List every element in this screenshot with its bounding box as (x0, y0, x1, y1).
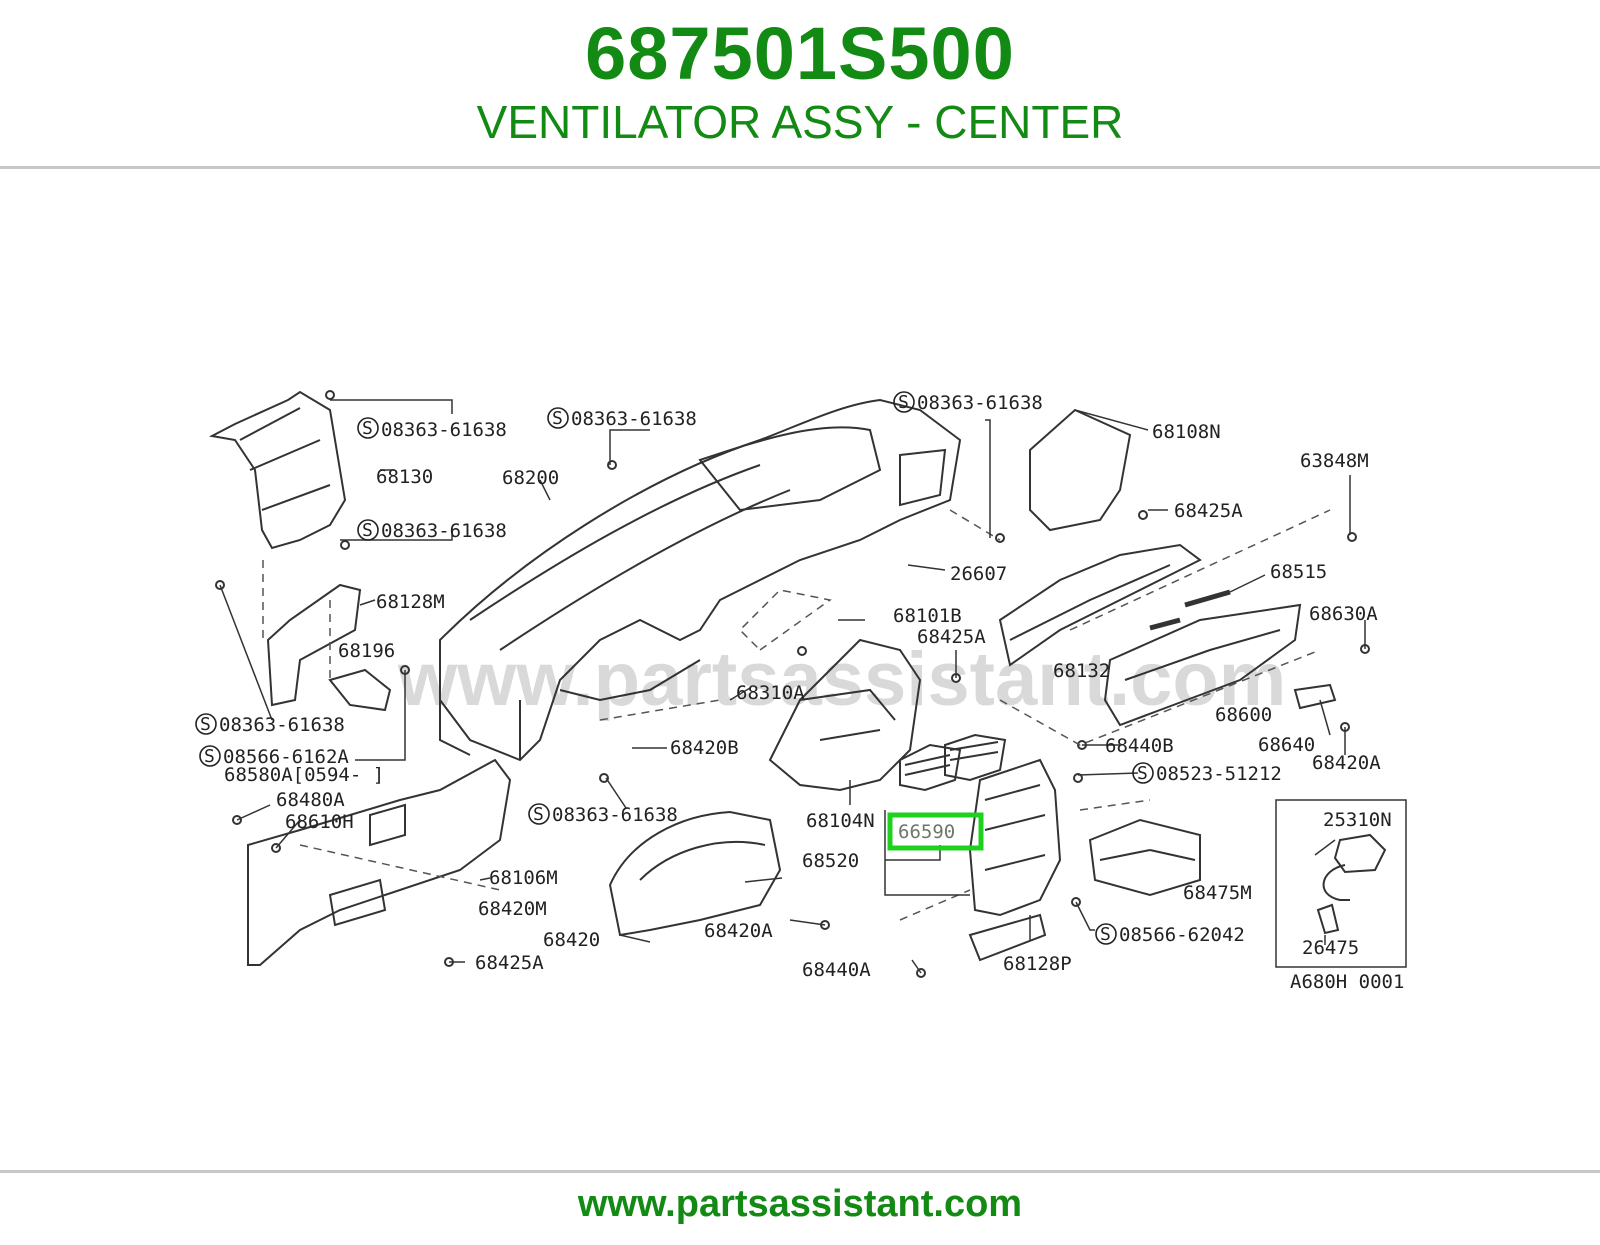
s-marker (199, 745, 221, 767)
lower-trim-68128p-drawing (968, 913, 1047, 962)
callout-68475m: 68475M (1183, 882, 1252, 904)
s-marker (893, 391, 915, 413)
callout-68520: 68520 (802, 850, 859, 872)
callout-25310n: 25310N (1323, 809, 1392, 831)
s-marker (195, 713, 217, 735)
s-marker (1132, 762, 1154, 784)
part-drawings (208, 390, 1407, 978)
callout-68108n: 68108N (1152, 421, 1221, 443)
svg-text:S: S (200, 714, 211, 735)
callout-68425a: 68425A (475, 952, 544, 974)
callout-08566-62042: 08566-62042 (1119, 924, 1245, 946)
svg-text:S: S (1100, 924, 1111, 945)
bracket-68128m-drawing (266, 583, 362, 707)
callout-68310a: 68310A (736, 682, 805, 704)
callout-labels: 08363-61638 08363-61638 08363-61638 0836… (219, 392, 1404, 993)
callout-68420: 68420 (543, 929, 600, 951)
callout-68420a: 68420A (704, 920, 773, 942)
header-divider (0, 166, 1600, 169)
callout-68130: 68130 (376, 466, 433, 488)
callout-08523-51212: 08523-51212 (1156, 763, 1282, 785)
inset-frame (1275, 799, 1407, 968)
callout-26607: 26607 (950, 563, 1007, 585)
vent-louver-left-drawing (899, 743, 962, 792)
dashboard-68200-drawing (439, 398, 962, 762)
callout-68480a: 68480A (276, 789, 345, 811)
callout-68128m: 68128M (376, 591, 445, 613)
cluster-lid-68420-drawing (608, 810, 782, 937)
svg-text:S: S (898, 392, 909, 413)
vent-louver-right-drawing (944, 733, 1007, 782)
callout-63848m: 63848M (1300, 450, 1369, 472)
s-marker (1095, 923, 1117, 945)
callout-68425a: 68425A (1174, 500, 1243, 522)
callout-68196: 68196 (338, 640, 395, 662)
center-finisher-68520-drawing (968, 758, 1062, 917)
callout-08363-61638: 08363-61638 (219, 714, 345, 736)
callout-08363-61638: 08363-61638 (381, 419, 507, 441)
highlighted-part-label: 66590 (898, 821, 955, 843)
side-panel-68108n-drawing (1029, 408, 1132, 532)
callout-68420m: 68420M (478, 898, 547, 920)
callout-08363-61638: 08363-61638 (917, 392, 1043, 414)
footer-divider (0, 1170, 1600, 1173)
svg-text:S: S (533, 804, 544, 825)
callout-68104n: 68104N (806, 810, 875, 832)
highlight-box (887, 812, 984, 851)
watermark: www.partsassistant.com (397, 637, 1286, 722)
switch-25310n-drawing (1333, 833, 1387, 874)
callout-68600: 68600 (1215, 704, 1272, 726)
callout-68515: 68515 (1270, 561, 1327, 583)
callout-68425a: 68425A (917, 626, 986, 648)
footer-website-link[interactable]: www.partsassistant.com (577, 1183, 1023, 1225)
leader-lines (219, 399, 1366, 974)
center-bracket-68104n-drawing (768, 638, 922, 792)
svg-text:S: S (362, 520, 373, 541)
callout-68610h: 68610H (285, 811, 354, 833)
callout-68420b: 68420B (670, 737, 739, 759)
callout-68420a: 68420A (1312, 752, 1381, 774)
bracket-68130-drawing (208, 390, 347, 550)
callout-68440a: 68440A (802, 959, 871, 981)
callout-26475: 26475 (1302, 937, 1359, 959)
s-marker-letters: S S S S S S S S S (200, 392, 1148, 945)
callout-08363-61638: 08363-61638 (571, 408, 697, 430)
s-marker (357, 519, 379, 541)
svg-text:S: S (204, 746, 215, 767)
callout-68580a: 68580A[0594- ] (224, 764, 384, 786)
glovebox-lid-68600-drawing (1103, 603, 1302, 727)
callout-68132: 68132 (1053, 660, 1110, 682)
svg-text:S: S (362, 418, 373, 439)
callout-68640: 68640 (1258, 734, 1315, 756)
s-marker (528, 803, 550, 825)
callout-68440b: 68440B (1105, 735, 1174, 757)
plunger-26475-drawing (1316, 903, 1340, 935)
callout-08363-61638: 08363-61638 (381, 520, 507, 542)
glovebox-upper-68132-drawing (998, 543, 1202, 667)
latch-68640-drawing (1293, 683, 1337, 710)
svg-text:S: S (1137, 763, 1148, 784)
callout-08363-61638: 08363-61638 (552, 804, 678, 826)
rod-68515-drawing (1184, 589, 1231, 608)
page-header: 687501S500 VENTILATOR ASSY - CENTER (0, 0, 1600, 168)
diagram-canvas (188, 330, 1410, 998)
s-marker (547, 407, 569, 429)
callout-68106m: 68106M (489, 867, 558, 889)
drawing-code: A680H 0001 (1290, 971, 1404, 993)
lower-panel-68106m-drawing (247, 758, 512, 966)
bracket-68196-drawing (328, 668, 392, 712)
callout-68128p: 68128P (1003, 953, 1072, 975)
callout-68200: 68200 (502, 467, 559, 489)
callout-68630a: 68630A (1309, 603, 1378, 625)
callout-08566-6162a: 08566-6162A (223, 746, 349, 768)
part-number-title: 687501S500 (585, 12, 1015, 95)
svg-text:S: S (552, 408, 563, 429)
s-marker (357, 417, 379, 439)
part-name-subtitle: VENTILATOR ASSY - CENTER (476, 96, 1124, 148)
callout-68101b: 68101B (893, 605, 962, 627)
s-markers (195, 391, 1154, 945)
